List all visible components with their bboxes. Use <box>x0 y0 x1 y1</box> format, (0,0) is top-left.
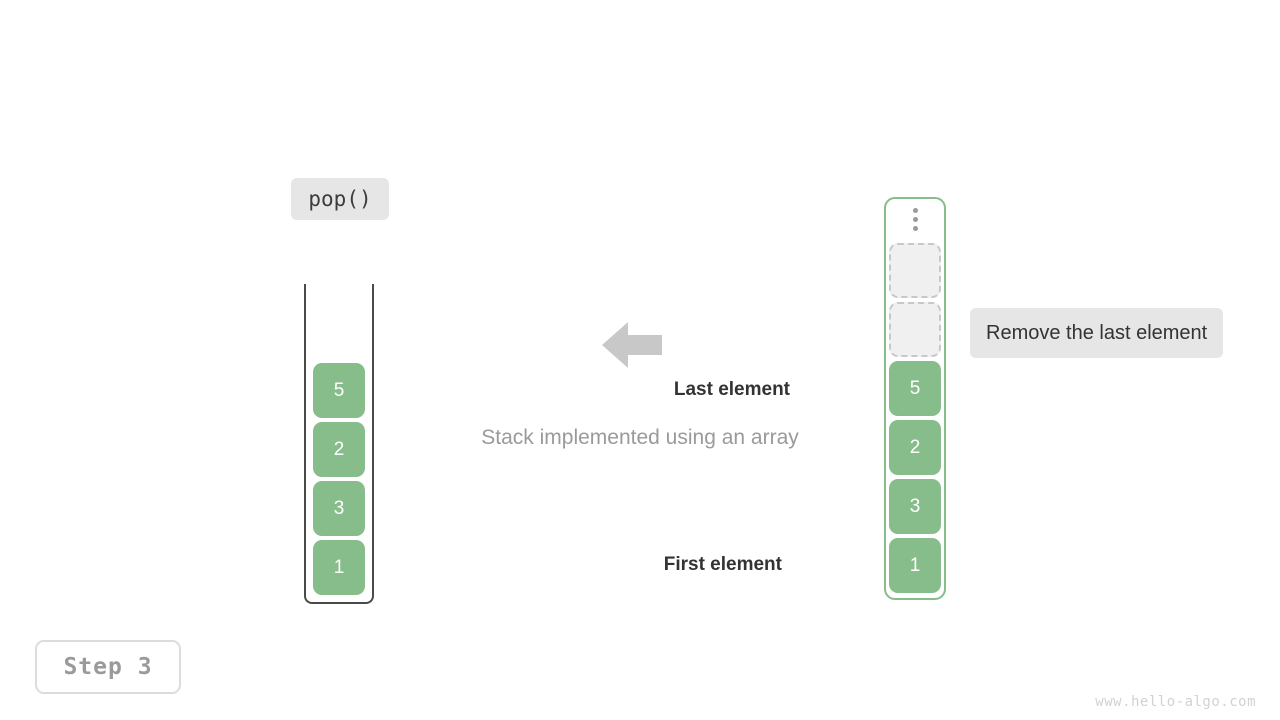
annotation-first-element: First element <box>663 554 782 575</box>
left-stack: 5 2 3 1 <box>304 284 374 604</box>
step-badge: Step 3 <box>35 640 181 694</box>
array-slot: 3 <box>889 479 941 534</box>
right-stack-cells: 5 2 3 1 <box>889 243 941 593</box>
array-slot: 1 <box>889 538 941 593</box>
array-slot: 2 <box>889 420 941 475</box>
annotation-last-element: Last element <box>673 379 790 400</box>
right-stack-container: 5 2 3 1 <box>884 197 946 600</box>
ellipsis-dot <box>912 217 918 222</box>
stack-element: 1 <box>313 540 365 595</box>
callout-remove-last-element: Remove the last element <box>970 308 1224 358</box>
figure-caption: Stack implemented using an array <box>481 426 799 449</box>
operation-label-pop: pop() <box>291 178 389 220</box>
left-stack-container <box>304 284 374 604</box>
array-slot-empty <box>889 302 941 357</box>
arrow-left-icon <box>602 320 662 370</box>
stack-element: 2 <box>313 422 365 477</box>
array-slot-empty <box>889 243 941 298</box>
array-slot: 5 <box>889 361 941 416</box>
watermark: www.hello-algo.com <box>1095 694 1256 710</box>
ellipsis-dot <box>912 208 918 213</box>
vertical-ellipsis-icon <box>886 208 944 231</box>
ellipsis-dot <box>912 226 918 231</box>
stack-element: 5 <box>313 363 365 418</box>
left-stack-cells: 5 2 3 1 <box>313 363 365 595</box>
stack-element: 3 <box>313 481 365 536</box>
